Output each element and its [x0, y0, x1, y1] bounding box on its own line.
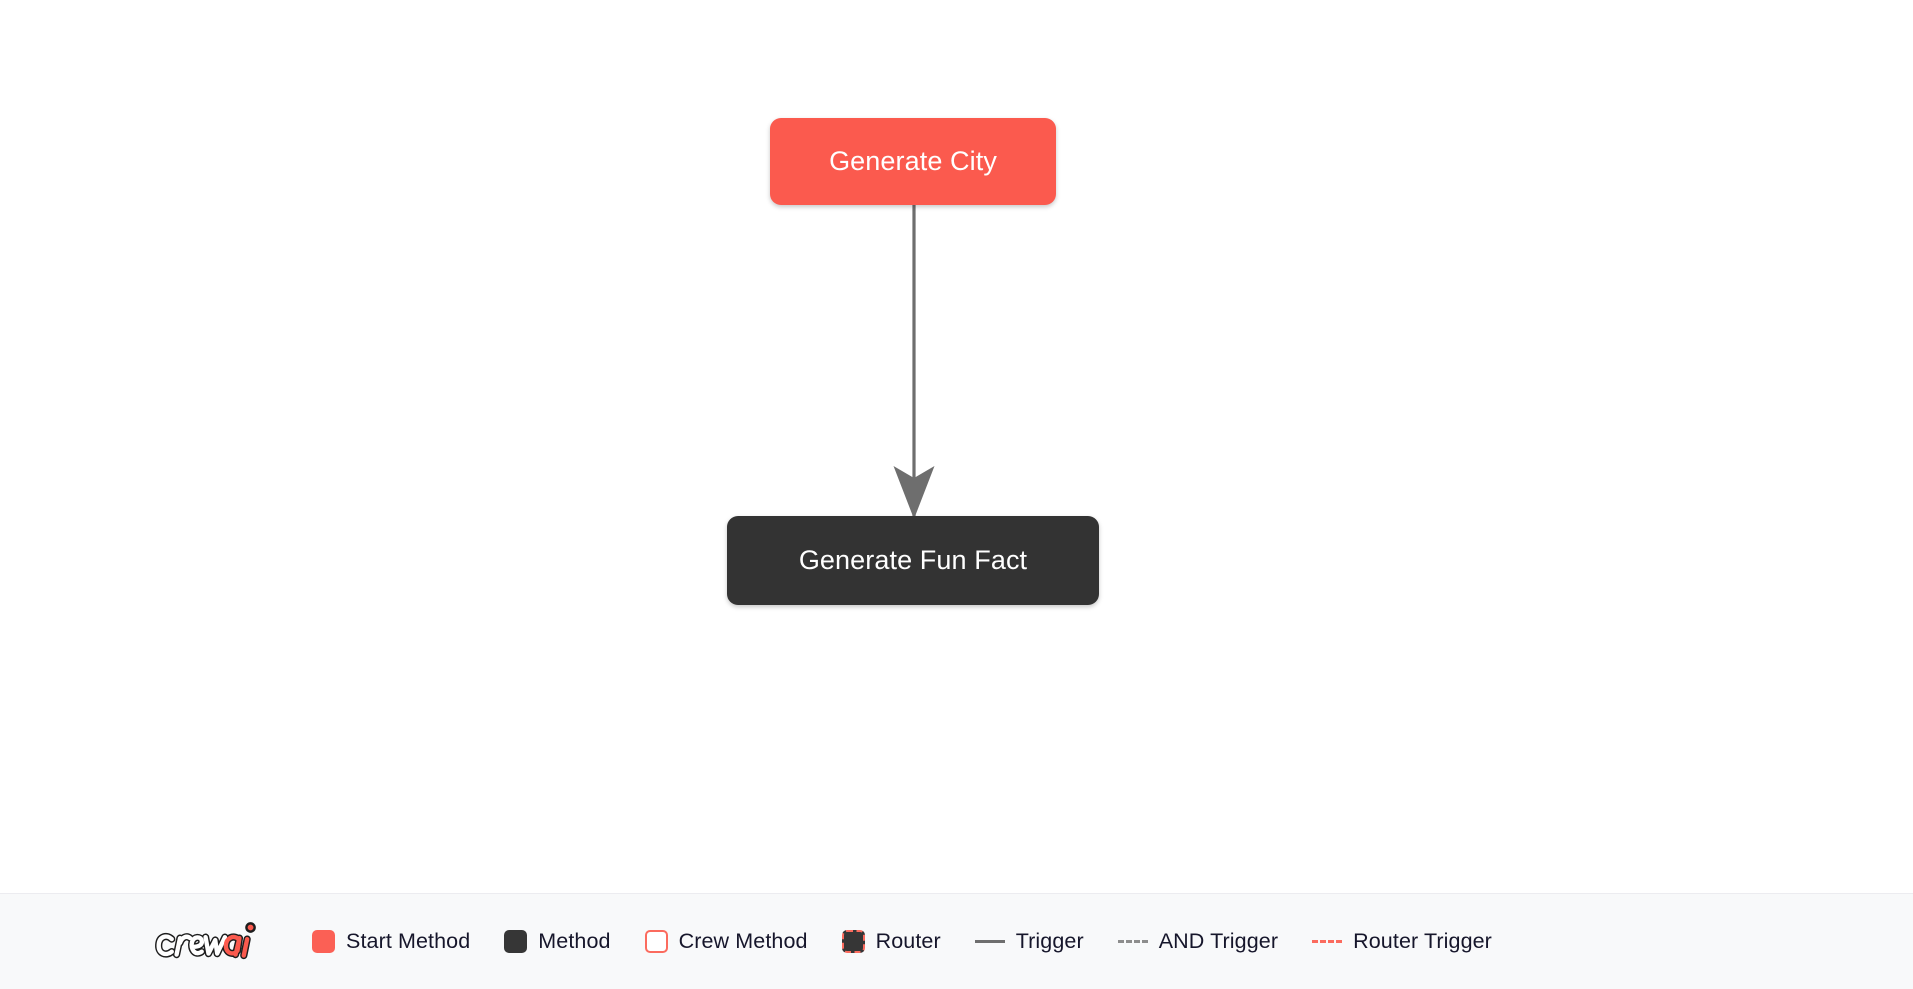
start-method-swatch — [312, 930, 335, 953]
legend-item-router-trigger: Router Trigger — [1312, 929, 1492, 954]
legend-item-label: Router Trigger — [1353, 929, 1492, 953]
flow-node-label: Generate City — [829, 146, 997, 176]
legend-bar: .lg-o { fill: none; stroke: #1d1d1d; str… — [0, 893, 1913, 989]
legend-item-label: Start Method — [346, 929, 471, 953]
legend-item-router: Router — [841, 929, 941, 954]
legend-item-trigger: Trigger — [974, 929, 1084, 954]
router-trigger-line — [1312, 940, 1343, 943]
edge-generate-city-to-generate-fun-fact — [893, 205, 935, 520]
legend-item-label: AND Trigger — [1158, 929, 1279, 953]
method-swatch — [504, 930, 528, 953]
trigger-line — [974, 940, 1005, 943]
flow-node-label: Generate Fun Fact — [798, 545, 1028, 575]
legend-item-method: Method — [504, 929, 611, 954]
legend-item-label: Router — [875, 929, 941, 953]
legend-item-label: Trigger — [1015, 929, 1084, 953]
router-swatch — [841, 930, 865, 953]
and-trigger-line — [1117, 940, 1148, 943]
flow-node-generate-fun-fact[interactable]: Generate Fun Fact — [727, 516, 1099, 605]
legend-item-label: Crew Method — [678, 929, 808, 953]
flow-node-generate-city[interactable]: Generate City — [770, 118, 1056, 205]
legend-item-crew-method: Crew Method — [644, 929, 808, 954]
legend-item-start-method: Start Method — [312, 929, 470, 954]
legend-item-label: Method — [538, 929, 611, 953]
crew-method-swatch — [644, 930, 668, 953]
arrowhead-icon — [893, 466, 935, 519]
flow-canvas[interactable]: Generate City Generate Fun Fact — [0, 0, 1913, 893]
crewai-logo[interactable]: .lg-o { fill: none; stroke: #1d1d1d; str… — [152, 913, 264, 971]
legend-item-and-trigger: AND Trigger — [1117, 929, 1279, 954]
